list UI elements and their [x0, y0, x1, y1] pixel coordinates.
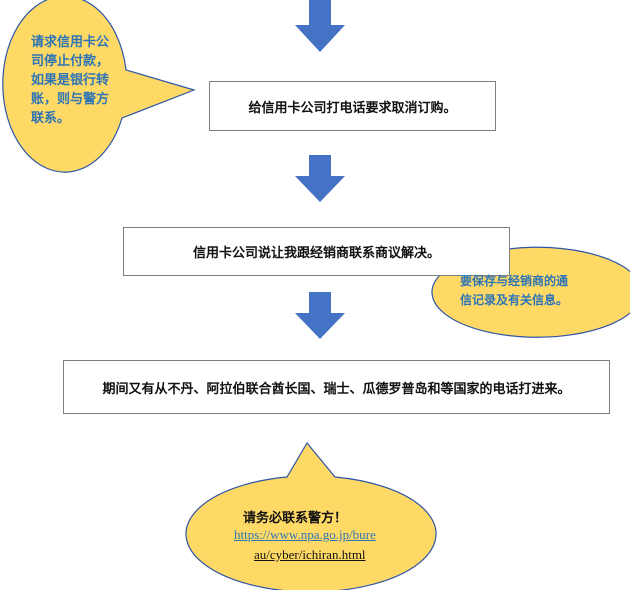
callout-line: 请求信用卡公 [31, 35, 110, 50]
step-text: 信用卡公司说让我跟经销商联系商议解决。 [192, 246, 440, 261]
down-arrow-icon [295, 0, 345, 52]
step-box-2: 信用卡公司说让我跟经销商联系商议解决。 [123, 227, 510, 276]
callout-line: 如果是银行转 [31, 73, 110, 88]
down-arrow-icon [295, 292, 345, 339]
step-box-1: 给信用卡公司打电话要求取消订购。 [209, 81, 496, 131]
left-callout-bubble [2, 0, 196, 173]
callout-line: 要保存与经销商的通 [460, 274, 569, 288]
callout-line: 司停止付款， [31, 54, 110, 69]
left-callout-text: 请求信用卡公 司停止付款， 如果是银行转 账，则与警方 联系。 [31, 33, 109, 128]
step-text: 期间又有从不丹、阿拉伯联合酋长国、瑞士、瓜德罗普岛和等国家的电话打进来。 [102, 381, 571, 397]
step-text: 给信用卡公司打电话要求取消订购。 [248, 100, 457, 116]
callout-line: 账，则与警方 [31, 92, 110, 107]
police-link-line1[interactable]: https://www.npa.go.jp/bure [234, 527, 376, 542]
step-box-3: 期间又有从不丹、阿拉伯联合酋长国、瑞士、瓜德罗普岛和等国家的电话打进来。 [63, 360, 610, 414]
callout-line: 联系。 [31, 111, 71, 126]
bottom-callout-title: 请务必联系警方！ [243, 511, 348, 526]
right-callout-text: 要保存与经销商的通 信记录及有关信息。 [460, 272, 568, 310]
police-link-line2[interactable]: au/cyber/ichiran.html [254, 547, 366, 562]
down-arrow-icon [295, 155, 345, 202]
callout-line: 信记录及有关信息。 [460, 293, 569, 307]
bottom-callout-bubble [185, 441, 437, 590]
